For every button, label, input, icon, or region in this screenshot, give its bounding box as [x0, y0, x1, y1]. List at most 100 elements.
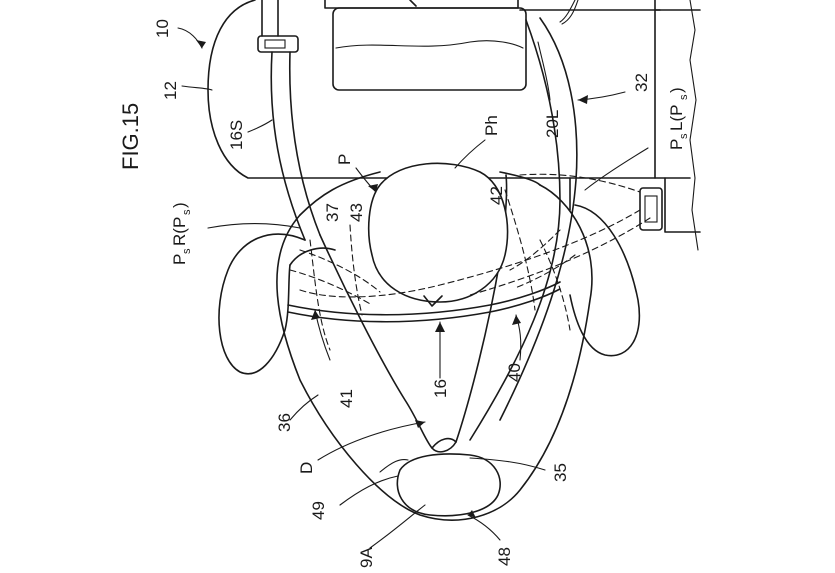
dash-42 — [504, 189, 536, 311]
wire-top — [559, 0, 576, 23]
label-37: 37 — [323, 203, 342, 222]
svg-text:): ) — [170, 202, 189, 208]
leader-Ph — [454, 139, 486, 169]
belt-guide — [257, 35, 299, 53]
label-PsR: P s R(P s ) — [170, 202, 193, 265]
airbag-36-top-right — [499, 171, 541, 186]
chassis-block — [664, 177, 701, 233]
head-Ph — [367, 162, 509, 303]
label-42: 42 — [487, 186, 506, 205]
chassis-break-line — [689, 0, 699, 251]
arrowhead-10 — [196, 40, 206, 48]
seat-structure — [207, 0, 701, 251]
leader-48 — [467, 514, 501, 541]
dash-PsR-2 — [289, 269, 373, 306]
dash-cross-r — [509, 229, 561, 271]
arrowhead-32 — [578, 95, 588, 104]
label-32: 32 — [632, 73, 651, 92]
leader-20L — [537, 41, 551, 101]
leader-16S — [247, 119, 273, 133]
leader-49 — [339, 475, 399, 506]
wire-top-2 — [561, 0, 579, 25]
label-40: 40 — [505, 363, 524, 382]
arrowhead-40 — [512, 315, 521, 325]
seat-top-plate — [324, 0, 519, 9]
label-PsL: P s L(P s ) — [667, 87, 690, 150]
label-49: 49 — [309, 501, 328, 520]
label-20L: 20L — [543, 110, 562, 138]
v-left-outer — [319, 234, 433, 449]
label-36: 36 — [275, 413, 294, 432]
arrowheads — [196, 40, 588, 518]
headrest-box — [332, 7, 527, 91]
leader-49A — [369, 504, 426, 549]
leader-12 — [181, 85, 213, 91]
leader-10 — [177, 27, 203, 49]
buckle-right-slot — [644, 195, 658, 223]
label-12: 12 — [161, 81, 180, 100]
leader-lines — [177, 27, 649, 549]
headrest-box-line — [335, 40, 524, 49]
label-35: 35 — [551, 463, 570, 482]
left-wing — [218, 233, 306, 375]
leader-PsL — [584, 147, 649, 191]
pad-49-leader — [379, 458, 409, 473]
svg-text:s: s — [678, 133, 690, 139]
seat-arrow-tip — [409, 0, 417, 7]
label-49A: 9A — [357, 547, 376, 568]
belt-20L — [469, 19, 561, 441]
right-wing — [569, 204, 641, 357]
label-48: 48 — [495, 547, 514, 566]
label-41: 41 — [337, 389, 356, 408]
svg-text:L(P: L(P — [667, 105, 686, 131]
label-P: P — [335, 154, 354, 165]
leader-D — [317, 421, 426, 461]
occupant-head — [367, 162, 509, 307]
svg-text:s: s — [678, 94, 690, 100]
seat-body-outline — [207, 0, 691, 179]
seat-top-right — [654, 0, 701, 11]
leader-PsR — [207, 222, 301, 229]
dash-PsL-main-2 — [469, 217, 651, 296]
arrowhead-16 — [435, 322, 445, 332]
dash-37 — [309, 239, 331, 351]
svg-text:s: s — [181, 209, 193, 215]
pad-49 — [396, 453, 501, 517]
labels: FIG.15 10 12 16S P Ph 20L 32 P s L(P s )… — [118, 19, 690, 568]
dash-PsL-main — [299, 209, 641, 298]
label-16S: 16S — [227, 120, 246, 150]
label-Ph: Ph — [482, 115, 501, 136]
arrowhead-P — [368, 184, 378, 192]
label-16: 16 — [431, 379, 450, 398]
buckle-right — [639, 187, 663, 231]
svg-text:R(P: R(P — [170, 217, 189, 246]
airbag-36-top-left — [299, 171, 381, 216]
label-D: D — [297, 462, 316, 474]
dash-43 — [349, 224, 363, 316]
v-bottom — [431, 437, 457, 449]
svg-text:P: P — [170, 254, 189, 265]
arrowhead-48 — [468, 510, 476, 518]
dash-PsL-top — [519, 173, 641, 193]
belt-16S-left — [270, 51, 306, 241]
dash-cross-r2 — [514, 254, 576, 289]
svg-text:s: s — [181, 248, 193, 254]
label-10: 10 — [153, 19, 172, 38]
leader-35 — [469, 457, 546, 471]
label-43: 43 — [347, 203, 366, 222]
svg-text:P: P — [667, 139, 686, 150]
figure-title: FIG.15 — [118, 103, 143, 170]
belt-16S-right — [288, 51, 321, 236]
belt-guide-slot — [264, 39, 286, 49]
belt-32 — [499, 17, 578, 421]
dash-PsR-1 — [299, 249, 381, 293]
arrowhead-D — [415, 420, 425, 428]
dashed-paths — [289, 173, 651, 351]
chin-mark — [423, 295, 443, 307]
leader-36 — [289, 394, 319, 421]
band-16-lower — [287, 288, 561, 323]
left-wing-inner — [289, 247, 336, 266]
bottom-pad — [379, 453, 501, 517]
